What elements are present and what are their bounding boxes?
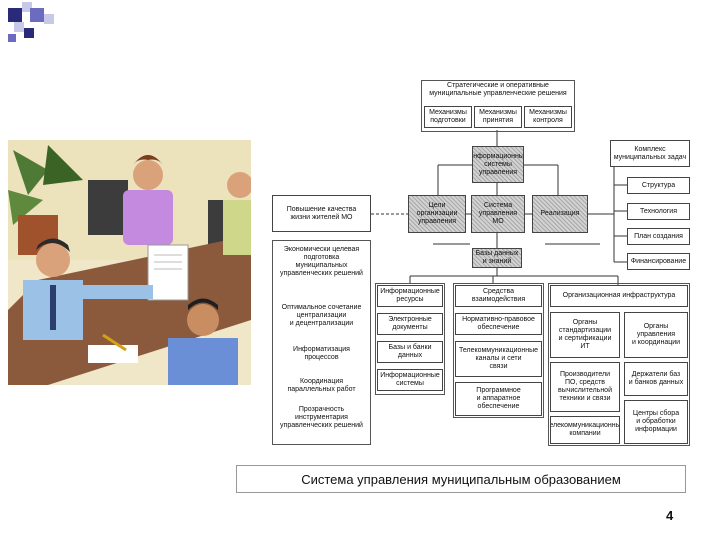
col3-left-item: Производители ПО, средств вычислительной… [550, 362, 620, 412]
col2-header: Средства взаимодействия [455, 285, 542, 307]
top-decisions-group [421, 80, 575, 132]
interaction-means-group [453, 283, 544, 418]
left-item: Координация параллельных работ [287, 378, 356, 393]
col1-header: Информационные ресурсы [377, 285, 443, 307]
info-resources-group [375, 283, 445, 395]
left-item: Оптимальное сочетание централизации и де… [281, 304, 362, 327]
col3-left-item: Органы стандартизации и сертификации ИТ [550, 312, 620, 358]
left-item: Прозрачность инструментария управленческ… [280, 406, 363, 429]
deco-square [22, 2, 32, 12]
deco-square [24, 28, 34, 38]
deco-square [8, 34, 16, 42]
left-items-group [272, 240, 371, 445]
middle-box: Реализация [532, 195, 588, 233]
databases-box: Базы данных и знаний [472, 248, 522, 268]
top-item: Механизмы контроля [524, 106, 572, 128]
deco-square [30, 8, 44, 22]
middle-box: Цели организации управления [408, 195, 466, 233]
col1-item: Электронные документы [377, 313, 443, 335]
org-infrastructure-group [548, 283, 690, 446]
deco-square [8, 8, 22, 22]
right-item: План создания [627, 228, 690, 245]
right-item: Технология [627, 203, 690, 220]
top-item: Механизмы подготовки [424, 106, 472, 128]
col2-item: Программное и аппаратное обеспечение [455, 382, 542, 416]
col3-left-item: Телекоммуникационные компании [550, 416, 620, 444]
left-item: Информатизация процессов [293, 346, 350, 361]
deco-square [44, 14, 54, 24]
col3-right-item: Органы управления и координации [624, 312, 688, 358]
middle-box: Система управления МО [471, 195, 525, 233]
col3-right-item: Держатели баз и банков данных [624, 362, 688, 396]
col1-item: Информационные системы [377, 369, 443, 391]
slide-caption: Система управления муниципальным образов… [236, 465, 686, 493]
meeting-clipart [8, 140, 251, 385]
right-item: Финансирование [627, 253, 690, 270]
deco-square [14, 22, 24, 32]
left-top-box: Повышение качества жизни жителей МО [272, 195, 371, 232]
col1-item: Базы и банки данных [377, 341, 443, 363]
top-decisions-title: Стратегические и оперативные муниципальн… [429, 82, 567, 97]
top-item: Механизмы принятия [474, 106, 522, 128]
col2-item: Телекоммуникационные каналы и сети связи [455, 341, 542, 377]
info-systems-box: Информационные системы управления [472, 146, 524, 183]
page-number: 4 [666, 508, 674, 523]
right-item: Комплекс муниципальных задач [610, 140, 690, 167]
right-item: Структура [627, 177, 690, 194]
col2-item: Нормативно-правовое обеспечение [455, 313, 542, 335]
col3-right-item: Центры сбора и обработки информации [624, 400, 688, 444]
left-item: Экономически целевая подготовка муниципа… [280, 246, 363, 277]
col3-header: Организационная инфраструктура [550, 285, 688, 307]
